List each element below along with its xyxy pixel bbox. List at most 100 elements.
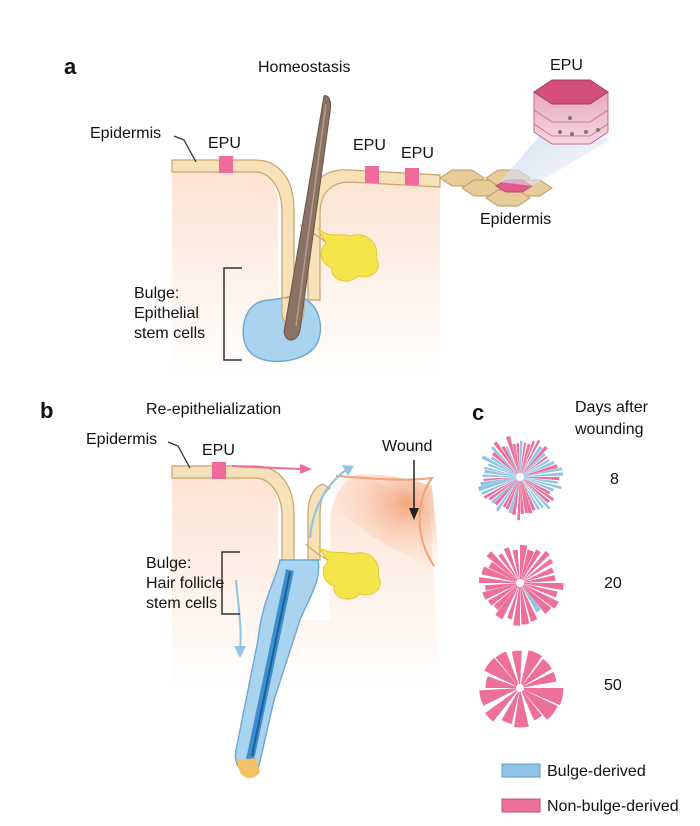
epidermis-band-a-right [307, 169, 441, 301]
panel-a-title: Homeostasis [258, 59, 351, 76]
pie-wedge [520, 440, 523, 477]
day-label-8: 8 [610, 471, 619, 488]
pie-wedge [520, 477, 544, 509]
pie-wedge [484, 657, 520, 688]
pie-wedge [520, 464, 558, 477]
pie-wedge [480, 477, 520, 486]
pie-wedge [520, 439, 541, 477]
pie-wedge [520, 477, 558, 484]
pie-wedge [482, 583, 520, 600]
bulge-label-b-line1: Bulge: [146, 555, 192, 572]
pie-day-20 [478, 545, 564, 626]
pie-wedge [484, 469, 520, 477]
epidermis-label-a: Epidermis [90, 125, 162, 142]
downward-migration-arrow [235, 579, 242, 651]
pie-wedge [490, 456, 520, 477]
pie-wedge [520, 477, 551, 495]
epu-marker-a2 [365, 166, 379, 183]
pie-wedge [482, 474, 520, 477]
pie-wedge [520, 549, 541, 583]
pie-wedge [478, 577, 520, 583]
epu-marker-a3 [405, 168, 419, 185]
bulge-label-a-line3: stem cells [134, 325, 206, 342]
pie-wedge [520, 583, 538, 622]
panel-label-a: a [64, 54, 77, 79]
pie-wedge [516, 443, 520, 477]
pie-wedge [520, 550, 550, 583]
legend-label-nonbulge: Non-bulge-derived [547, 798, 679, 815]
pie-wedge [520, 583, 552, 614]
pie-wedge [520, 583, 530, 625]
pie-wedge [506, 435, 520, 477]
pie-wedge [486, 551, 520, 583]
bulge-bracket-b [221, 551, 240, 615]
pie-wedge [520, 445, 548, 477]
pie-wedge [520, 671, 557, 688]
pie-wedge [520, 477, 551, 510]
pie-wedge [505, 477, 520, 510]
pie-wedge [520, 583, 542, 613]
pie-wedge [520, 688, 542, 721]
bulge-label-b-line2: Hair follicle [146, 575, 225, 592]
pie-wedge [520, 658, 552, 688]
pie-wedge [511, 477, 520, 515]
pie-wedge [483, 477, 520, 482]
pie-wedge [520, 583, 559, 609]
panel-a-drawing [171, 79, 610, 375]
pie-wedge [505, 446, 520, 477]
pie-wedge [491, 446, 520, 477]
sebaceous-gland-b [317, 545, 381, 600]
pie-wedge [514, 688, 529, 728]
pie-wedge [520, 549, 535, 583]
epu-label-a2: EPU [353, 137, 386, 154]
panel-label-c: c [472, 400, 485, 425]
bulge-label-a-line2: Epithelial [134, 305, 199, 322]
pie-wedge [520, 688, 558, 720]
pie-wedge [517, 477, 520, 521]
epu-stack-inset [533, 79, 609, 145]
pie-wedge [503, 547, 520, 583]
pie-center [516, 684, 524, 692]
pie-wedge [502, 477, 520, 508]
pie-wedge [495, 477, 520, 512]
day-label-50: 50 [604, 677, 622, 694]
epu-label-a1: EPU [208, 135, 241, 152]
pie-wedge [485, 583, 520, 591]
pie-wedge [520, 442, 527, 477]
pie-wedge [520, 477, 533, 514]
pie-wedge [520, 445, 543, 477]
pie-wedge [491, 477, 520, 504]
pie-wedge [520, 477, 525, 514]
pie-wedge [495, 583, 520, 620]
pie-wedge [520, 688, 564, 706]
epu-marker-b [212, 462, 226, 479]
pie-wedge [513, 583, 520, 626]
pie-wedge [488, 477, 520, 501]
pie-wedge [520, 477, 550, 504]
pie-wedge [485, 676, 520, 688]
pie-wedge [491, 451, 520, 477]
pie-wedge [481, 455, 520, 477]
pie-wedge [478, 477, 520, 492]
pie-wedge [520, 583, 564, 591]
epidermis-label-b: Epidermis [86, 431, 158, 448]
pie-wedge [520, 477, 536, 511]
panel-b-title: Re-epithelialization [146, 401, 282, 418]
pie-wedge [520, 558, 554, 583]
lineage-pies [478, 435, 564, 728]
pie-wedge [483, 477, 520, 499]
pie-wedge [484, 466, 520, 477]
day-label-20: 20 [604, 575, 622, 592]
skin-dermis-a [172, 172, 440, 375]
pie-wedge [520, 459, 550, 477]
epu-marker-a1 [219, 156, 233, 173]
pie-wedge [488, 561, 520, 583]
panel-label-b: b [40, 398, 54, 423]
epu-migration-arrow [231, 465, 301, 470]
pie-wedge [493, 583, 520, 611]
pie-center [516, 473, 524, 481]
pie-day-50 [479, 650, 564, 728]
pie-wedge [520, 477, 540, 511]
pie-wedge [512, 549, 520, 583]
